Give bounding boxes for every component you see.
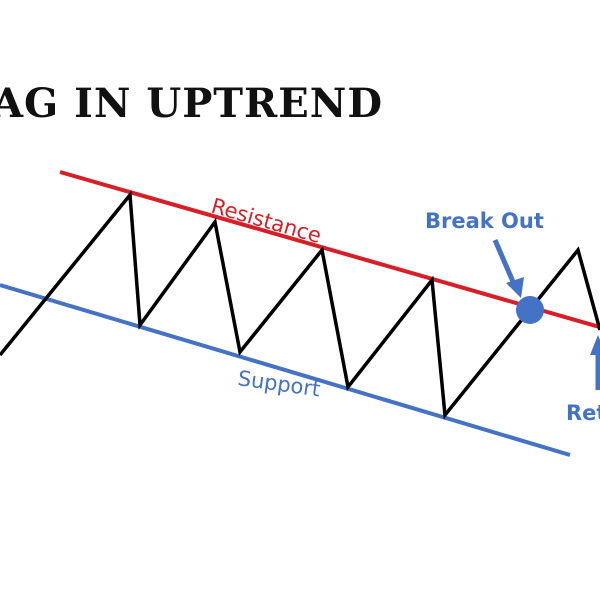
breakout-arrow-icon [492,239,524,298]
diagram-title: AG IN UPTREND [0,80,383,127]
support-label: Support [236,366,322,401]
break-out-label: Break Out [425,209,544,233]
retest-label: Retest [566,401,600,425]
support-line [0,283,571,457]
breakout-marker [516,296,544,324]
price-zigzag [0,190,600,420]
retest-arrow-icon [590,335,600,390]
resistance-label: Resistance [209,194,324,248]
